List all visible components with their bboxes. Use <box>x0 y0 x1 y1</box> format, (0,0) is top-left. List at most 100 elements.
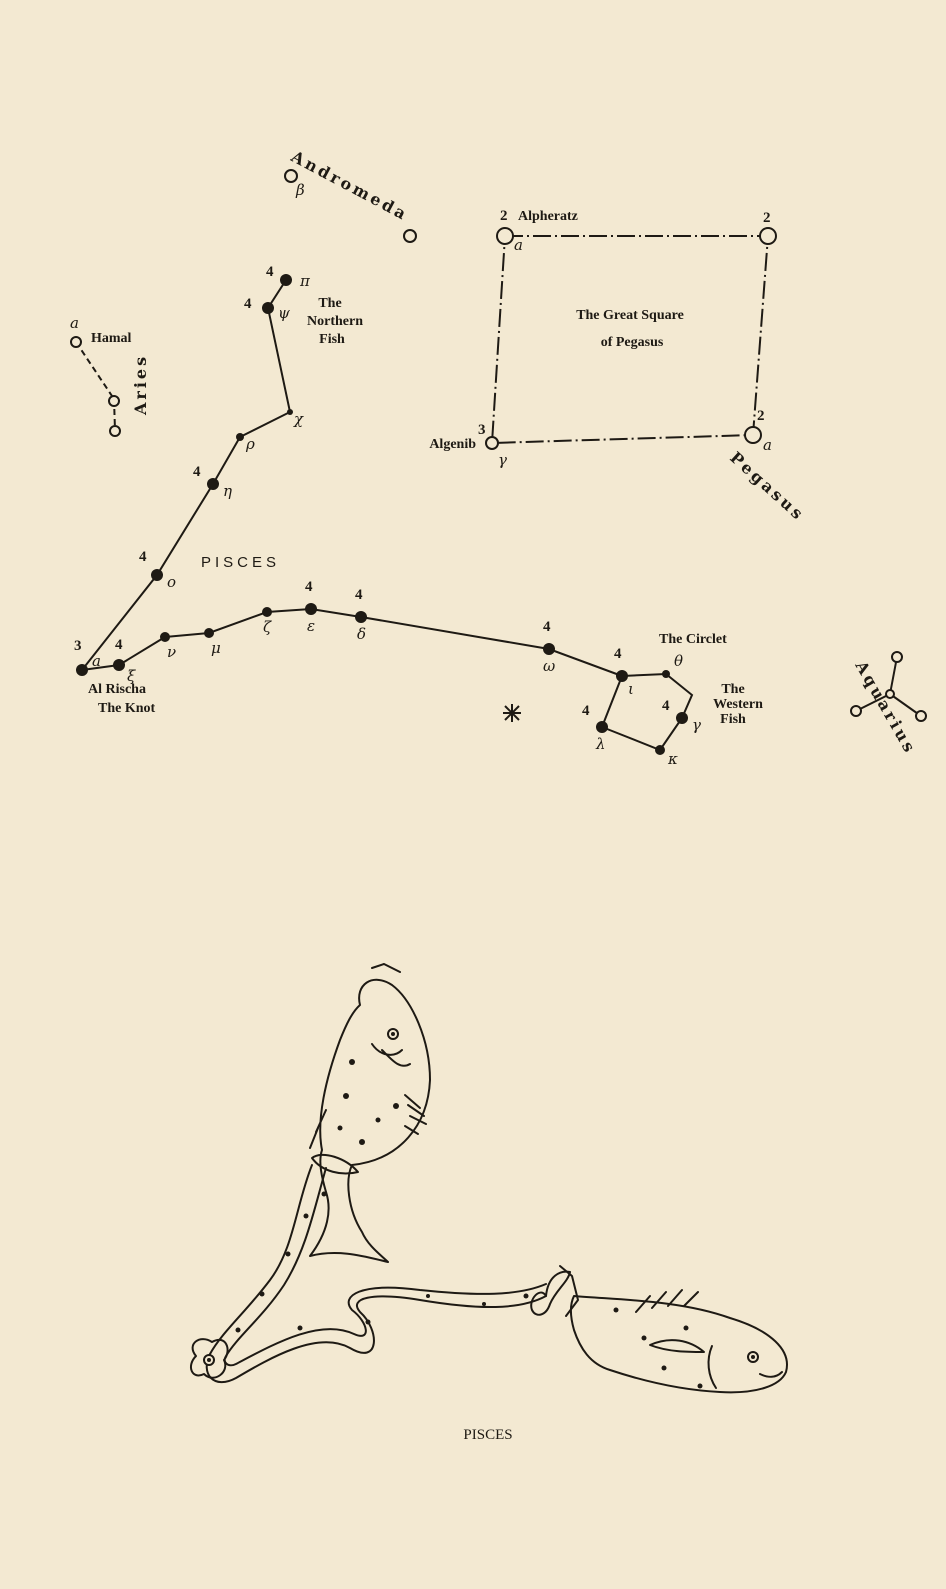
aries-gamma-star <box>109 425 121 437</box>
pisces-star-greek-label: ι <box>628 680 634 698</box>
aquarius-line-2 <box>889 693 922 717</box>
western-fish-label-1: The <box>721 682 744 697</box>
northern-fish-mouth <box>371 1043 403 1056</box>
pisces-star-magnitude: 4 <box>193 464 201 480</box>
equinox-mark <box>503 704 521 722</box>
pisces-illustration <box>189 963 788 1394</box>
pisces-star-greek-label: γ <box>692 716 701 734</box>
alpheratz-label: Alpheratz <box>518 209 578 224</box>
pisces-star-greek-label: λ <box>595 735 606 753</box>
pisces-star-greek-label: ω <box>543 657 555 675</box>
pisces-star <box>355 611 367 623</box>
pisces-star <box>655 745 665 755</box>
pisces-star-greek-label: η <box>223 482 232 500</box>
pisces-star-magnitude: 4 <box>139 549 147 565</box>
aquarius-star-1 <box>891 651 903 663</box>
aries-group: a Hamal Aries <box>70 314 150 437</box>
andromeda-beta-star <box>284 169 298 183</box>
pisces-star-magnitude: 4 <box>614 646 622 662</box>
western-fish-label-2: Western <box>713 697 763 712</box>
ribbon-cord-inner <box>223 1167 547 1367</box>
pisces-title: PISCES <box>201 554 280 571</box>
pegasus-top-star <box>759 227 777 245</box>
pisces-star-greek-label: μ <box>211 639 221 657</box>
northern-fish-pupil <box>391 1032 395 1036</box>
pisces-star <box>616 670 628 682</box>
pisces-star <box>262 302 274 314</box>
aquarius-star-2 <box>885 689 895 699</box>
pisces-star-magnitude: 4 <box>662 698 670 714</box>
pisces-star-greek-label: ε <box>307 617 315 635</box>
northern-fish-label-3: Fish <box>319 332 345 347</box>
western-fish-pectoral-fin <box>649 1339 705 1353</box>
western-fish-dorsal-fin <box>635 1289 699 1313</box>
al-rischa-label: Al Rischa <box>88 682 146 697</box>
aries-label: Aries <box>131 354 150 416</box>
pisces-star <box>287 409 293 415</box>
pegasus-top-magnitude: 2 <box>763 210 771 226</box>
northern-fish-pectoral-fin <box>309 1109 327 1149</box>
ribbon-cord-outer <box>205 1164 547 1384</box>
pisces-star-magnitude: 4 <box>266 264 274 280</box>
great-square-group: 2 Alpheratz a 2 The Great Square of Pega… <box>429 208 809 525</box>
pisces-star-magnitude: 4 <box>115 637 123 653</box>
northern-fish-gill <box>381 1049 411 1067</box>
pisces-star-magnitude: 4 <box>543 619 551 635</box>
pegasus-label: Pegasus <box>726 448 809 525</box>
andromeda-group: Andromeda β <box>284 146 417 243</box>
western-cord-line <box>81 607 623 677</box>
pisces-star <box>280 274 292 286</box>
aries-beta-star <box>108 395 120 407</box>
pisces-star <box>160 632 170 642</box>
algenib-magnitude: 3 <box>478 422 486 438</box>
great-square-title-1: The Great Square <box>576 308 684 323</box>
pisces-star-greek-label: ν <box>167 643 176 661</box>
pisces-star <box>151 569 163 581</box>
pisces-star-greek-label: κ <box>667 750 678 768</box>
pisces-star-greek-label: δ <box>357 625 366 643</box>
pisces-star <box>207 478 219 490</box>
algenib-label: Algenib <box>429 437 476 452</box>
the-knot-label: The Knot <box>98 701 156 716</box>
algenib-star <box>485 436 499 450</box>
northern-fish-body <box>309 978 431 1263</box>
pisces-star-magnitude: 4 <box>355 587 363 603</box>
aries-line-1 <box>75 341 115 400</box>
alpheratz-magnitude: 2 <box>500 208 508 224</box>
western-fish-tail <box>530 1270 571 1316</box>
pisces-star <box>662 670 670 678</box>
pisces-lines <box>81 279 694 752</box>
pisces-star <box>676 712 688 724</box>
pisces-star-greek-label: ο <box>167 573 176 591</box>
pisces-star-greek-label: χ <box>293 410 304 428</box>
pisces-star <box>236 433 244 441</box>
knot-icon <box>189 1338 229 1379</box>
western-fish-label-3: Fish <box>720 712 746 727</box>
northern-fish-nose-line <box>371 963 401 973</box>
pisces-star <box>113 659 125 671</box>
pisces-star-magnitude: 3 <box>74 638 82 654</box>
pisces-star <box>204 628 214 638</box>
circlet-ring <box>600 672 694 752</box>
andromeda-beta-label: β <box>295 181 305 199</box>
pisces-star <box>262 607 272 617</box>
northern-fish-label-2: Northern <box>307 314 363 329</box>
northern-fish-eye-icon <box>387 1028 399 1040</box>
hamal-label: Hamal <box>91 331 132 346</box>
northern-fish-label-1: The <box>318 296 341 311</box>
hamal-greek: a <box>70 314 79 332</box>
pisces-star-magnitude: 4 <box>244 296 252 312</box>
alpheratz-greek: a <box>514 236 523 254</box>
alpheratz-star <box>496 227 514 245</box>
andromeda-label: Andromeda <box>287 146 412 224</box>
aquarius-star-3 <box>850 705 862 717</box>
pisces-star-greek-label: θ <box>674 652 683 670</box>
pegasus-alpha-star <box>744 426 762 444</box>
aquarius-star-4 <box>915 710 927 722</box>
figure-caption: PISCES <box>463 1427 512 1443</box>
western-fish-pupil <box>751 1355 755 1359</box>
pisces-star <box>305 603 317 615</box>
pisces-star-greek-label: ψ <box>278 304 290 322</box>
illustration-stars <box>235 1059 703 1389</box>
